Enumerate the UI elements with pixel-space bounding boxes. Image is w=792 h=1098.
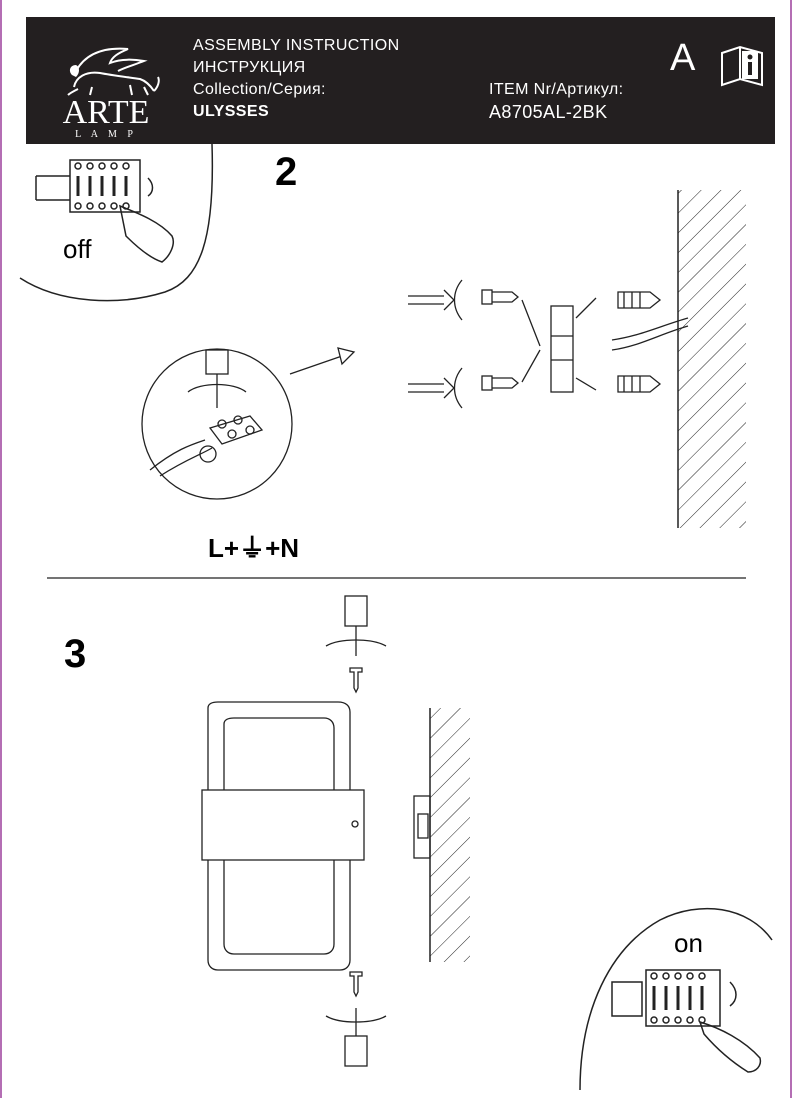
step-3-number: 3	[64, 632, 87, 676]
wiring-detail-circle	[141, 348, 293, 500]
step-2-number: 2	[275, 150, 298, 194]
rotate-arrow-icon	[187, 383, 247, 393]
wall-plug-icon	[617, 375, 662, 393]
screw-icon	[349, 667, 363, 694]
screw-icon	[481, 375, 520, 391]
rotate-arrow-icon	[729, 981, 737, 1007]
brand-name: ARTE	[63, 94, 150, 131]
brand-subtitle: L A M P	[75, 129, 137, 139]
arrow-to-exploded	[289, 355, 343, 375]
hand-icon	[118, 204, 174, 263]
rotate-arrow-icon	[325, 639, 387, 647]
arrow-right-icon	[408, 377, 455, 399]
hand-icon	[698, 1020, 762, 1073]
page-frame-right	[790, 0, 792, 1098]
collection-label: Collection/Серия:	[193, 81, 326, 98]
switch-on-label: on	[674, 928, 703, 958]
lamp-body-band	[201, 789, 365, 861]
switch-off-label: off	[63, 234, 92, 264]
mains-cable	[611, 317, 689, 351]
rotate-arrow-icon	[147, 177, 154, 197]
title-russian: ИНСТРУКЦИЯ	[193, 59, 306, 76]
item-value: A8705AL-2BK	[489, 102, 608, 122]
arrow-right-icon	[408, 289, 455, 311]
lamp-assembly	[201, 595, 431, 1067]
wiring-label: L+⏚+N	[208, 533, 300, 563]
mounting-exploded-view	[408, 279, 689, 409]
terminal-block-icon	[35, 159, 141, 213]
screwdriver-icon	[325, 595, 387, 656]
title-english: ASSEMBLY INSTRUCTION	[193, 37, 400, 54]
page-frame-left	[0, 0, 2, 1098]
wall-section-upper	[677, 190, 746, 528]
terminal-block-icon	[645, 969, 721, 1027]
arte-lamp-logo: ARTE L A M P	[63, 47, 160, 139]
screwdriver-icon	[325, 1008, 387, 1067]
power-off-callout	[19, 143, 214, 302]
wall-plug-icon	[617, 291, 662, 309]
lamp-frame-inner	[223, 717, 335, 955]
document-header: ARTE L A M P ASSEMBLY INSTRUCTION ИНСТРУ…	[26, 17, 775, 144]
screw-icon	[349, 971, 363, 998]
item-label: ITEM Nr/Артикул:	[489, 81, 624, 98]
lamp-frame-outer	[207, 701, 351, 971]
mounting-bracket	[550, 305, 574, 393]
wall-section-lower	[429, 708, 470, 962]
info-book-icon	[721, 45, 763, 87]
rotate-arrow-icon	[453, 279, 463, 321]
language-letter: A	[670, 37, 696, 79]
collection-value: ULYSSES	[193, 103, 270, 120]
screw-icon	[481, 289, 520, 305]
rotate-arrow-icon	[453, 367, 463, 409]
ground-icon	[199, 445, 217, 463]
connector-block	[208, 415, 264, 445]
power-on-callout	[579, 907, 773, 1091]
